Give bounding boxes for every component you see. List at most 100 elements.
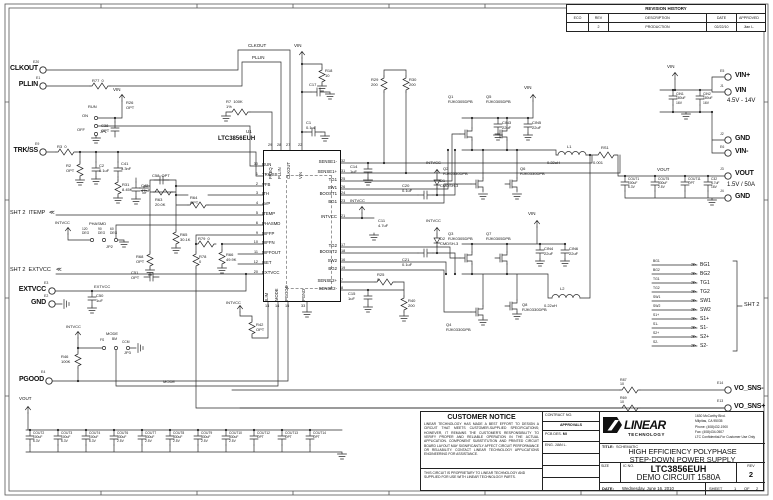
jp2-120deg-label: 120 DEG: [82, 227, 90, 236]
ic-pin-freq: FREQ: [268, 167, 273, 179]
ic-body: [263, 150, 341, 302]
terminal-vinplus: VIN+: [735, 72, 750, 79]
ic-pinnum-29: 29: [268, 143, 273, 147]
bus-sheet2-label: SHT 2: [744, 302, 760, 308]
net-vin-top: VIN: [294, 43, 302, 48]
part-label-c58: C58 OPT: [152, 173, 170, 178]
part-label-cin3: CIN3 22uF: [502, 120, 512, 130]
part-label-c20: C20 0.1uF: [402, 183, 413, 193]
ic-refdes: U1: [246, 129, 252, 134]
sheet-ref-arrow-icon: ≫: [691, 271, 697, 277]
sheet-ref-arrow-icon: ≫: [691, 262, 697, 268]
bus-signal-sw2: SW2: [700, 307, 711, 313]
date-value: Wednesday, June 16, 2010: [622, 486, 674, 491]
part-label-r42: R42 OPT: [256, 322, 265, 332]
terminal-vinminus: VIN-: [735, 148, 749, 155]
jp3-bm-label: BM: [112, 337, 117, 341]
contract-no-cell: CONTRACT NO.: [543, 412, 599, 422]
part-label-cout13: COUT13 OPT: [285, 431, 299, 440]
empty-approval-cell: [543, 454, 599, 466]
terminal-extvcc: EXTVCC: [18, 286, 46, 293]
net-vout-rail: VOUT: [657, 167, 670, 172]
bus-net-s1p: S1+: [653, 313, 660, 317]
part-label-q6: Q6 RJK0330DPB: [520, 166, 545, 176]
part-label-q4: Q4 RJK0330DPB: [446, 322, 471, 332]
bus-net-sw1: SW1: [653, 295, 661, 299]
ic-pin-ilim: ILIM: [264, 292, 269, 301]
terminal-clkout: CLKOUT: [10, 65, 38, 72]
terminal-trkss: TRK/SS: [13, 147, 39, 154]
part-label-cout11: COUT11 OPT: [688, 177, 701, 186]
ic-pin-sense1p: SENSE1+31: [317, 169, 346, 174]
part-label-r46: R46 100K: [61, 354, 71, 364]
part-label-cin6: CIN6 22uF: [569, 246, 579, 256]
customer-notice-body: LINEAR TECHNOLOGY HAS MADE A BEST EFFORT…: [424, 422, 539, 457]
customer-notice-title: CUSTOMER NOTICE: [447, 414, 516, 421]
bus-net-tg1: TG1: [653, 277, 660, 281]
inductor-symbols: [551, 151, 587, 299]
part-label-c42: C42 47pF: [141, 183, 151, 193]
part-label-q5: Q5 RJK0305DPB: [486, 94, 511, 104]
part-number: LTC3856EUH: [650, 464, 707, 474]
part-label-cout1: COUT1 100uF 6.3V: [628, 177, 640, 190]
net-intvcc-jp2: INTVCC: [55, 220, 70, 225]
part-label-r40: R40 200: [408, 298, 416, 308]
ic-pinnum-14: 14: [275, 304, 280, 308]
ic-pinnum-13: 13: [265, 304, 270, 308]
bus-signal-bg2: BG2: [700, 271, 711, 277]
bus-signal-s2n: S2-: [700, 343, 708, 349]
size-cell: SIZE: [600, 463, 621, 482]
bus-signal-s1p: S1+: [700, 316, 710, 322]
terminal-ref-j3: J3: [720, 167, 724, 171]
empty-approval-cell: [543, 466, 599, 478]
net-vin-run: VIN: [113, 87, 121, 92]
part-label-r18: R18 10: [325, 68, 333, 78]
part-label-c1: C1 0.1uF: [306, 120, 317, 130]
bus-net-s1n: S1-: [653, 322, 659, 326]
terminal-pgood: PGOOD: [18, 376, 44, 383]
ic-pin-clkout: CLKOUT: [286, 162, 291, 179]
jp3-ccm-label: CCM: [122, 340, 130, 344]
terminal-ref-e5: E5: [720, 69, 725, 73]
ground-symbols: [63, 85, 717, 460]
bus-net-tg2: TG2: [653, 286, 660, 290]
jp2-phasmd-label: PHASMD: [89, 221, 107, 226]
sheet-ref-arrow-icon: ≫: [691, 325, 697, 331]
company-row: LINEAR TECHNOLOGY 1630 McCarthy Blvd. Mi…: [600, 412, 765, 444]
terminal-ref-e1: E1: [36, 76, 41, 80]
net-vin-ch2: VIN: [528, 211, 536, 216]
ic-pin-vin: VIN: [298, 172, 303, 179]
bus-signal-sw1: SW1: [700, 298, 711, 304]
part-label-cin1: CIN1 180uF 16V: [676, 92, 686, 105]
terminal-ref-e6: E6: [720, 145, 725, 149]
sheet-ref-arrow-icon: ≫: [691, 298, 697, 304]
size-row: SIZE IC NO. LTC3856EUH DEMO CIRCUIT 1580…: [600, 463, 765, 483]
part-label-cout2: COUT2 100uF 6.3V: [33, 431, 45, 444]
revision-history-row: 2 PRODUCTION 02/22/10 Jian L.: [567, 23, 765, 31]
wire-network: [24, 49, 743, 460]
ic-pin-pgnd: PGND: [301, 288, 306, 301]
revision-history-header: ECO REV DESCRIPTION DATE APPROVED: [567, 14, 765, 23]
drawing-title-row: TITLE: SCHEMATIC HIGH EFFICIENCY POLYPHA…: [600, 444, 765, 464]
net-vin-input: VIN: [667, 64, 675, 69]
capacitor-symbols: [25, 87, 713, 446]
bus-signal-s2p: S2+: [700, 334, 710, 340]
drawing-title-line2: STEP-DOWN POWER SUPPLY: [629, 455, 736, 464]
sheet-cell: SHEET 1 OF 2: [705, 483, 765, 495]
part-label-cout10: COUT10 330uF 2.5V: [229, 431, 243, 444]
part-label-cout3: COUT3 100uF 6.3V: [61, 431, 73, 444]
sheet-ref-arrow-icon: ≫: [691, 334, 697, 340]
part-label-r65: R65 30.1K: [180, 232, 191, 242]
ic-part-number: LTC3856EUH: [218, 136, 256, 142]
jp2-90deg-label: 90 DEG: [98, 227, 106, 236]
ic-pinnum-28: 28: [277, 143, 282, 147]
